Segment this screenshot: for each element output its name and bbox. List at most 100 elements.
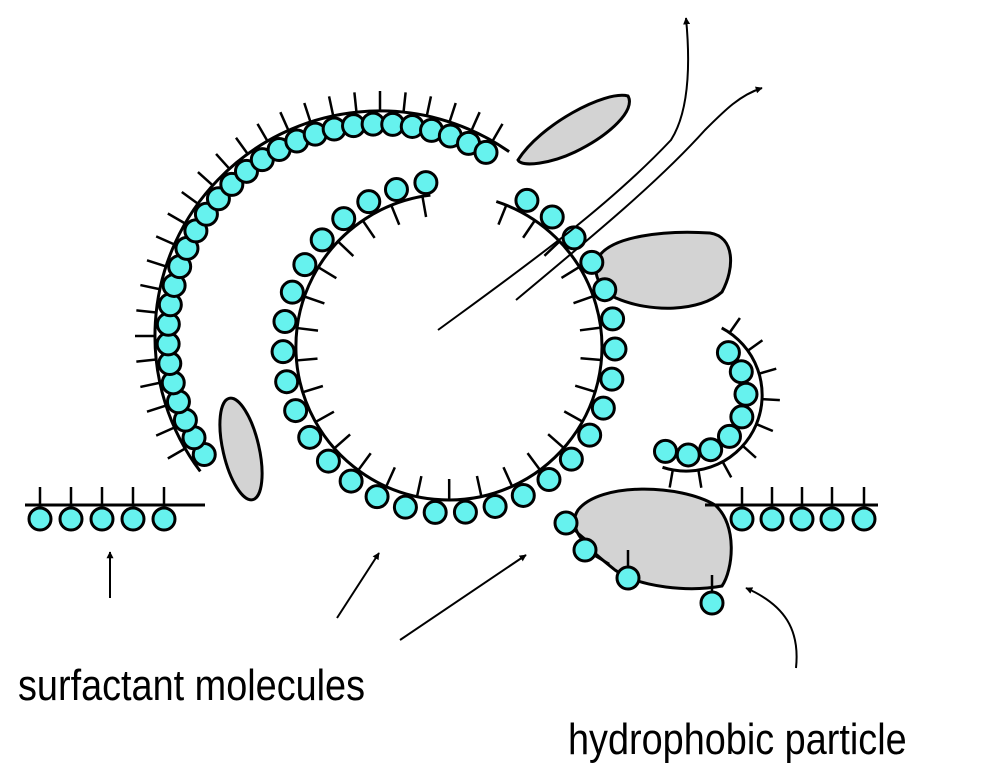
surfactant-tail [167,212,186,225]
surfactant-head [309,227,335,253]
surfactant-tail [421,196,428,218]
surfactant-tail [303,102,312,123]
surfactant-tail [353,92,358,113]
surfactant-head [539,204,565,230]
surfactant-tail [136,358,157,363]
particle-top-right [516,93,631,166]
arrows [106,17,798,669]
surfactant-tail [543,240,561,257]
surfactant-head [274,369,300,395]
surfactant-head [558,446,584,472]
surfactant-tail [563,410,584,423]
surfactant-tail [357,452,372,471]
surfactant-tail [256,123,269,142]
surfactant-tail [234,137,249,155]
surfactant-head [600,306,626,332]
surfactant-tail [755,422,774,433]
surfactant-tail [155,235,175,246]
surfactant-head [851,506,877,532]
surfactant-tail [448,102,457,123]
surfactant-head [789,506,815,532]
surfactant-tail [741,444,757,459]
surfactant-head [413,170,439,196]
particle-right-middle [594,230,733,310]
surfactant-tail [317,266,337,280]
surfactant-tail [140,381,161,389]
hydrophobic-particle-label: hydrophobic particle [568,715,907,764]
surfactant-head [338,468,364,494]
flow-arrow-upper [437,17,691,331]
surfactant-head [675,442,701,468]
pointer-arrow-particle [745,587,798,669]
surfactant-tail [747,339,764,352]
surfactant-tail [136,309,157,314]
surfactant-tail [385,466,396,488]
surfactant-head [151,506,177,532]
surfactant-head [270,339,296,365]
surfactant-tail [560,265,581,279]
surfactant-head [315,448,341,474]
surfactant-head [716,423,742,449]
surfactant-head [89,506,115,532]
surfactant-head [392,494,418,520]
hydrophobic-particles [218,93,733,591]
surfactant-tail [526,452,542,471]
surfactant-tail [497,204,508,226]
flow-arrow-lower [515,86,763,301]
surfactant-head [592,277,618,303]
surfactant-head [553,510,579,536]
surfactant-molecules-label: surfactant molecules [18,661,366,710]
surfactant-tail [140,283,161,291]
surfactant-tail [146,259,167,268]
surfactant-tail [579,326,601,332]
surfactant-head [729,404,755,430]
surfactant-head [599,366,625,392]
surfactant-tail [697,469,703,488]
surfactant-head [422,499,448,525]
surfactant-tail [415,475,423,497]
surfactant-tail [279,111,290,131]
surfactant-head [652,438,678,464]
surfactant-tail [304,295,325,305]
surfactant-head [27,506,53,532]
surfactant-head [120,506,146,532]
surfactant-tail [146,404,167,413]
surfactant-tail [315,410,335,424]
surfactant-head [58,506,84,532]
surfactant-head [536,467,562,493]
surfactant-tail [580,357,602,362]
surfactant-head [602,336,628,362]
surfactant-head [383,177,409,203]
surfactant-tail [470,111,481,131]
surfactant-head [514,187,540,213]
surfactant-tail [155,426,175,437]
surfactant-head [715,340,741,366]
surfactant-head [297,424,323,450]
membrane-line [153,109,510,473]
surfactant-head [819,506,845,532]
surfactant-head [331,206,357,232]
surfactant-tail [390,204,401,226]
surfactant-tail [573,294,594,305]
surfactant-tail [475,475,483,497]
surfactant-head [452,499,478,525]
surfactant-head [698,437,724,463]
surfactant-tail [181,190,199,205]
surfactant-tail [522,219,536,239]
surfactant-head [579,249,605,275]
surfactant-tail [167,447,186,460]
surfactant-head [729,506,755,532]
particle-bottom-right [572,487,733,591]
surfactant-membranes [25,91,878,616]
surfactant-tail [402,92,407,113]
surfactant-head [699,590,725,616]
surfactant-tail [297,326,319,332]
membrane-line [294,193,604,502]
surfactant-tail [721,461,733,479]
surfactant-tail [728,317,741,334]
surfactant-head [272,308,298,334]
surfactant-tail [215,153,231,170]
surfactant-tail [758,367,777,375]
surfactant-tail [502,466,514,487]
